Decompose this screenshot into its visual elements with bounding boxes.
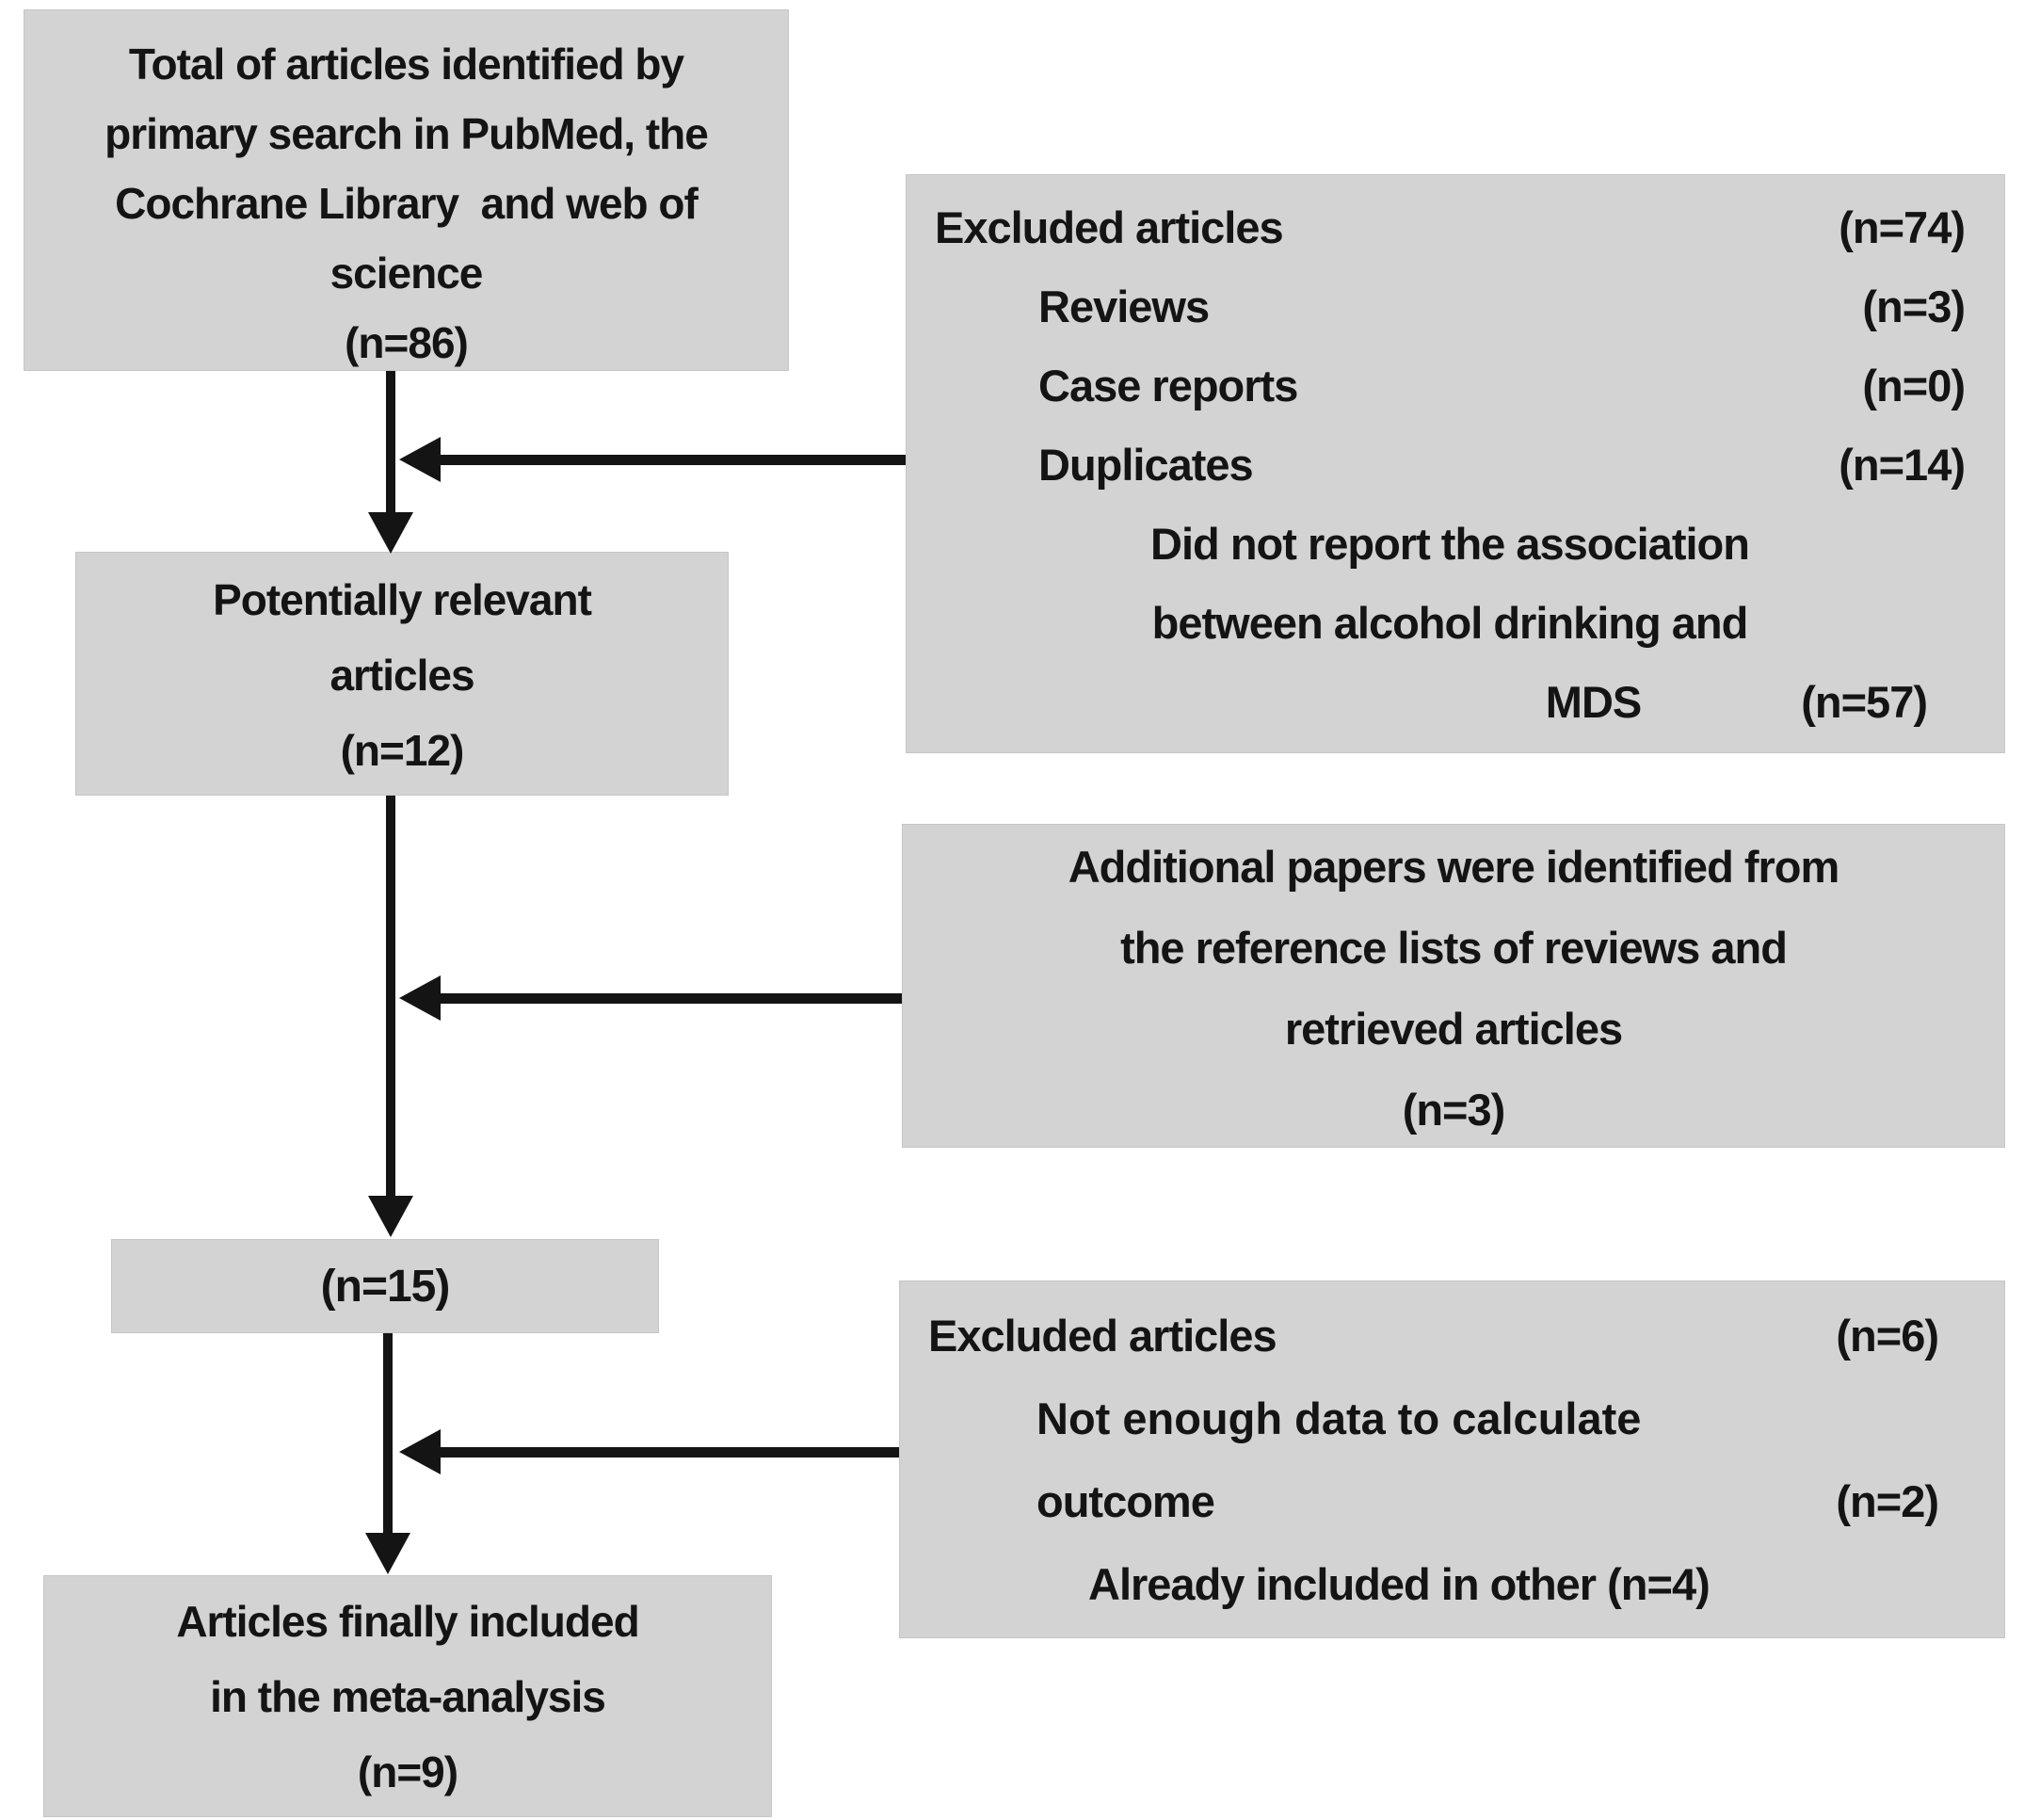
arrowhead-left-icon bbox=[399, 975, 441, 1021]
box-text-line: science bbox=[329, 249, 484, 298]
box-text-line: Articles finally included bbox=[176, 1597, 639, 1646]
arrowhead-down-icon bbox=[368, 1196, 413, 1237]
box-combined-total: (n=15) bbox=[111, 1239, 659, 1333]
excluded-row: Reviews (n=3) bbox=[935, 267, 1966, 346]
box-text-line: Cochrane Library and web of bbox=[115, 179, 699, 228]
box-count: (n=9) bbox=[357, 1748, 458, 1796]
box-excluded-secondary: Excluded articles (n=6) Not enough data … bbox=[899, 1280, 2005, 1638]
box-text-line: the reference lists of reviews and bbox=[1120, 923, 1788, 973]
excluded-row-count: (n=2) bbox=[1836, 1476, 1939, 1526]
box-excluded-primary: Excluded articles (n=74) Reviews (n=3) C… bbox=[906, 174, 2005, 753]
box-finally-included: Articles finally included in the meta-an… bbox=[43, 1575, 772, 1817]
box-text-line: Additional papers were identified from bbox=[1068, 842, 1840, 892]
arrow-line-relevant-to-combined bbox=[386, 796, 395, 1198]
excluded-row-count: (n=74) bbox=[1839, 202, 1966, 252]
arrow-line-combined-to-included bbox=[383, 1333, 393, 1535]
arrow-line-excluded-primary bbox=[428, 455, 906, 465]
excluded-row-count: (n=14) bbox=[1839, 440, 1966, 490]
excluded-reason-count: (n=57) bbox=[1801, 677, 1928, 727]
excluded-row: Duplicates (n=14) bbox=[935, 426, 1966, 505]
arrowhead-left-icon bbox=[399, 1429, 441, 1474]
excluded-row-count: (n=6) bbox=[1836, 1311, 1939, 1361]
excluded-row: Excluded articles (n=74) bbox=[935, 188, 1966, 267]
excluded-row-label: Duplicates bbox=[1038, 440, 1254, 490]
box-count: (n=12) bbox=[340, 726, 465, 775]
box-identified-records: Total of articles identified by primary … bbox=[24, 9, 789, 371]
box-text-line: retrieved articles bbox=[1284, 1004, 1623, 1054]
box-count: (n=86) bbox=[345, 318, 469, 367]
arrowhead-down-icon bbox=[368, 512, 413, 554]
excluded-row-label: Excluded articles bbox=[935, 202, 1284, 252]
excluded-row-label: Reviews bbox=[1038, 282, 1210, 331]
box-text-line: Potentially relevant bbox=[213, 575, 592, 624]
excluded-row-count: (n=0) bbox=[1862, 361, 1966, 411]
excluded-row: Case reports (n=0) bbox=[935, 346, 1966, 426]
arrow-line-identified-to-relevant bbox=[386, 371, 395, 514]
arrow-line-additional-papers bbox=[428, 993, 902, 1004]
excluded-reason-label: MDS bbox=[1545, 677, 1642, 727]
box-count: (n=3) bbox=[1402, 1085, 1506, 1135]
excluded-row-count: (n=3) bbox=[1862, 282, 1966, 331]
box-potentially-relevant: Potentially relevant articles (n=12) bbox=[75, 552, 729, 796]
excluded-row: Excluded articles (n=6) bbox=[928, 1295, 1939, 1377]
excluded-row: outcome (n=2) bbox=[928, 1460, 1939, 1543]
box-text-line: primary search in PubMed, the bbox=[104, 109, 709, 158]
excluded-row-label: Excluded articles bbox=[928, 1311, 1277, 1361]
box-text-line: Total of articles identified by bbox=[128, 40, 684, 89]
excluded-row-label: outcome bbox=[1036, 1476, 1215, 1526]
excluded-reason-line: between alcohol drinking and bbox=[1151, 598, 1749, 648]
box-additional-papers: Additional papers were identified from t… bbox=[902, 824, 2005, 1148]
arrowhead-left-icon bbox=[399, 437, 441, 482]
excluded-reason-line: Did not report the association bbox=[1150, 519, 1750, 569]
box-text-line: articles bbox=[329, 651, 474, 700]
arrowhead-down-icon bbox=[365, 1533, 410, 1574]
arrow-line-excluded-secondary bbox=[428, 1447, 899, 1458]
box-text-line: in the meta-analysis bbox=[210, 1672, 606, 1721]
excluded-reason-end: MDS (n=57) bbox=[935, 663, 1965, 742]
box-count: (n=15) bbox=[320, 1262, 451, 1312]
excluded-reason-line: Not enough data to calculate bbox=[1036, 1393, 1642, 1443]
excluded-reason-line: Already included in other (n=4) bbox=[1088, 1559, 1711, 1609]
excluded-row-label: Case reports bbox=[1038, 361, 1298, 411]
